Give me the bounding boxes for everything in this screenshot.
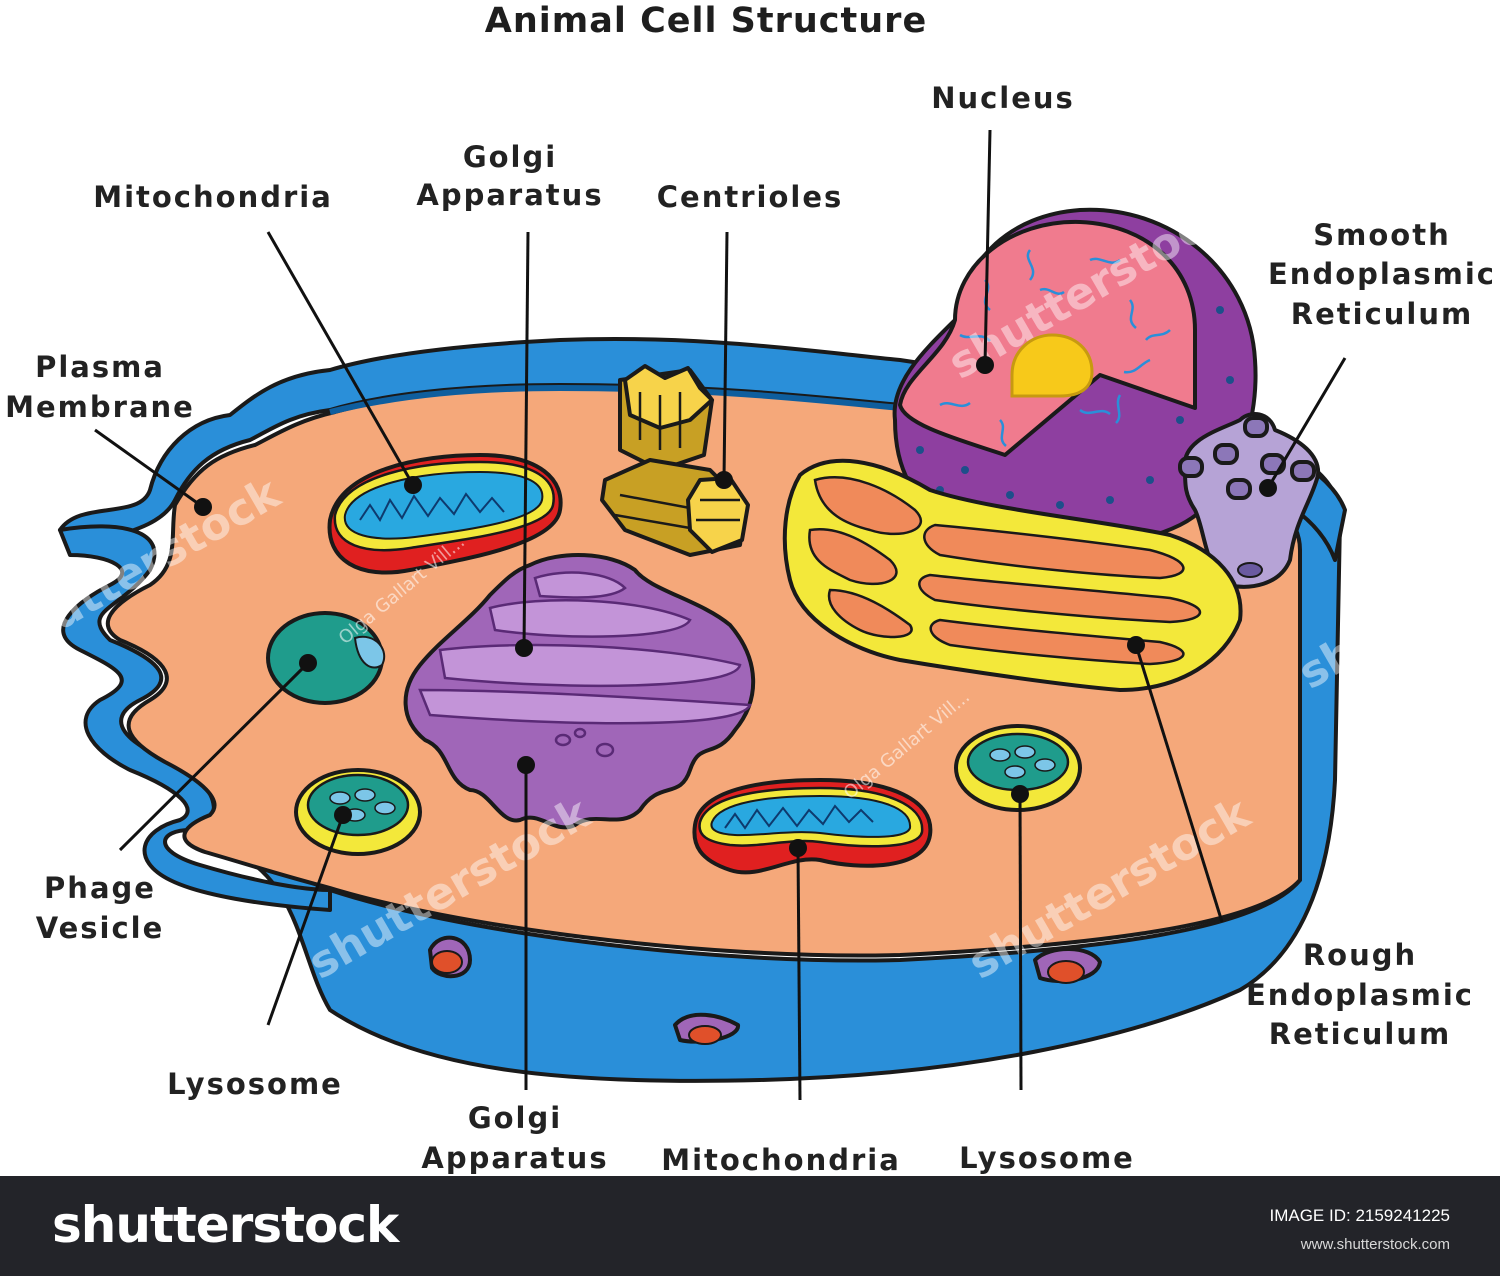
label-smooth-er-2: Endoplasmic	[1268, 257, 1496, 291]
footer-brand-logo[interactable]: shutterstock	[52, 1196, 399, 1254]
phage-vesicle-shape	[266, 611, 385, 705]
label-lysosome-left: Lysosome	[167, 1067, 343, 1101]
footer-bar: shutterstock IMAGE ID: 2159241225 www.sh…	[0, 1176, 1500, 1276]
cell-diagram: Animal Cell Structure	[5, 1, 1496, 1176]
label-rough-er-3: Reticulum	[1269, 1017, 1451, 1051]
label-golgi-top-1: Golgi	[463, 140, 557, 174]
leader-lines	[94, 129, 1347, 1101]
label-lysosome-right: Lysosome	[959, 1141, 1135, 1175]
label-plasma-membrane-1: Plasma	[35, 350, 165, 384]
label-rough-er-2: Endoplasmic	[1246, 978, 1474, 1012]
mitochondria-top-shape	[327, 453, 563, 575]
label-golgi-bottom-2: Apparatus	[421, 1141, 608, 1175]
centrioles-shape	[600, 364, 750, 557]
golgi-apparatus-shape	[403, 552, 756, 830]
label-mitochondria-top: Mitochondria	[93, 180, 333, 214]
diagram-title: Animal Cell Structure	[485, 1, 927, 41]
image-id: IMAGE ID: 2159241225	[1269, 1206, 1450, 1225]
label-golgi-bottom-1: Golgi	[468, 1101, 562, 1135]
label-centrioles: Centrioles	[657, 180, 844, 214]
lysosome-right-shape	[954, 724, 1082, 812]
label-phage-vesicle-2: Vesicle	[36, 911, 165, 945]
lysosome-left-shape	[294, 768, 422, 856]
label-golgi-top-2: Apparatus	[416, 178, 603, 212]
mitochondria-bottom-shape	[692, 778, 933, 875]
label-smooth-er-1: Smooth	[1313, 218, 1450, 252]
rough-er-shape	[782, 458, 1243, 692]
label-smooth-er-3: Reticulum	[1291, 297, 1473, 331]
label-phage-vesicle-1: Phage	[44, 871, 156, 905]
label-plasma-membrane-2: Membrane	[5, 390, 195, 424]
nucleus-shape	[892, 207, 1258, 548]
footer-url[interactable]: www.shutterstock.com	[1300, 1236, 1450, 1253]
membrane-vesicles	[428, 935, 1102, 1045]
label-rough-er-1: Rough	[1303, 938, 1417, 972]
label-mitochondria-bottom: Mitochondria	[661, 1143, 901, 1176]
labels: Nucleus Golgi Apparatus Mitochondria Cen…	[5, 81, 1496, 1176]
label-nucleus: Nucleus	[931, 81, 1075, 115]
